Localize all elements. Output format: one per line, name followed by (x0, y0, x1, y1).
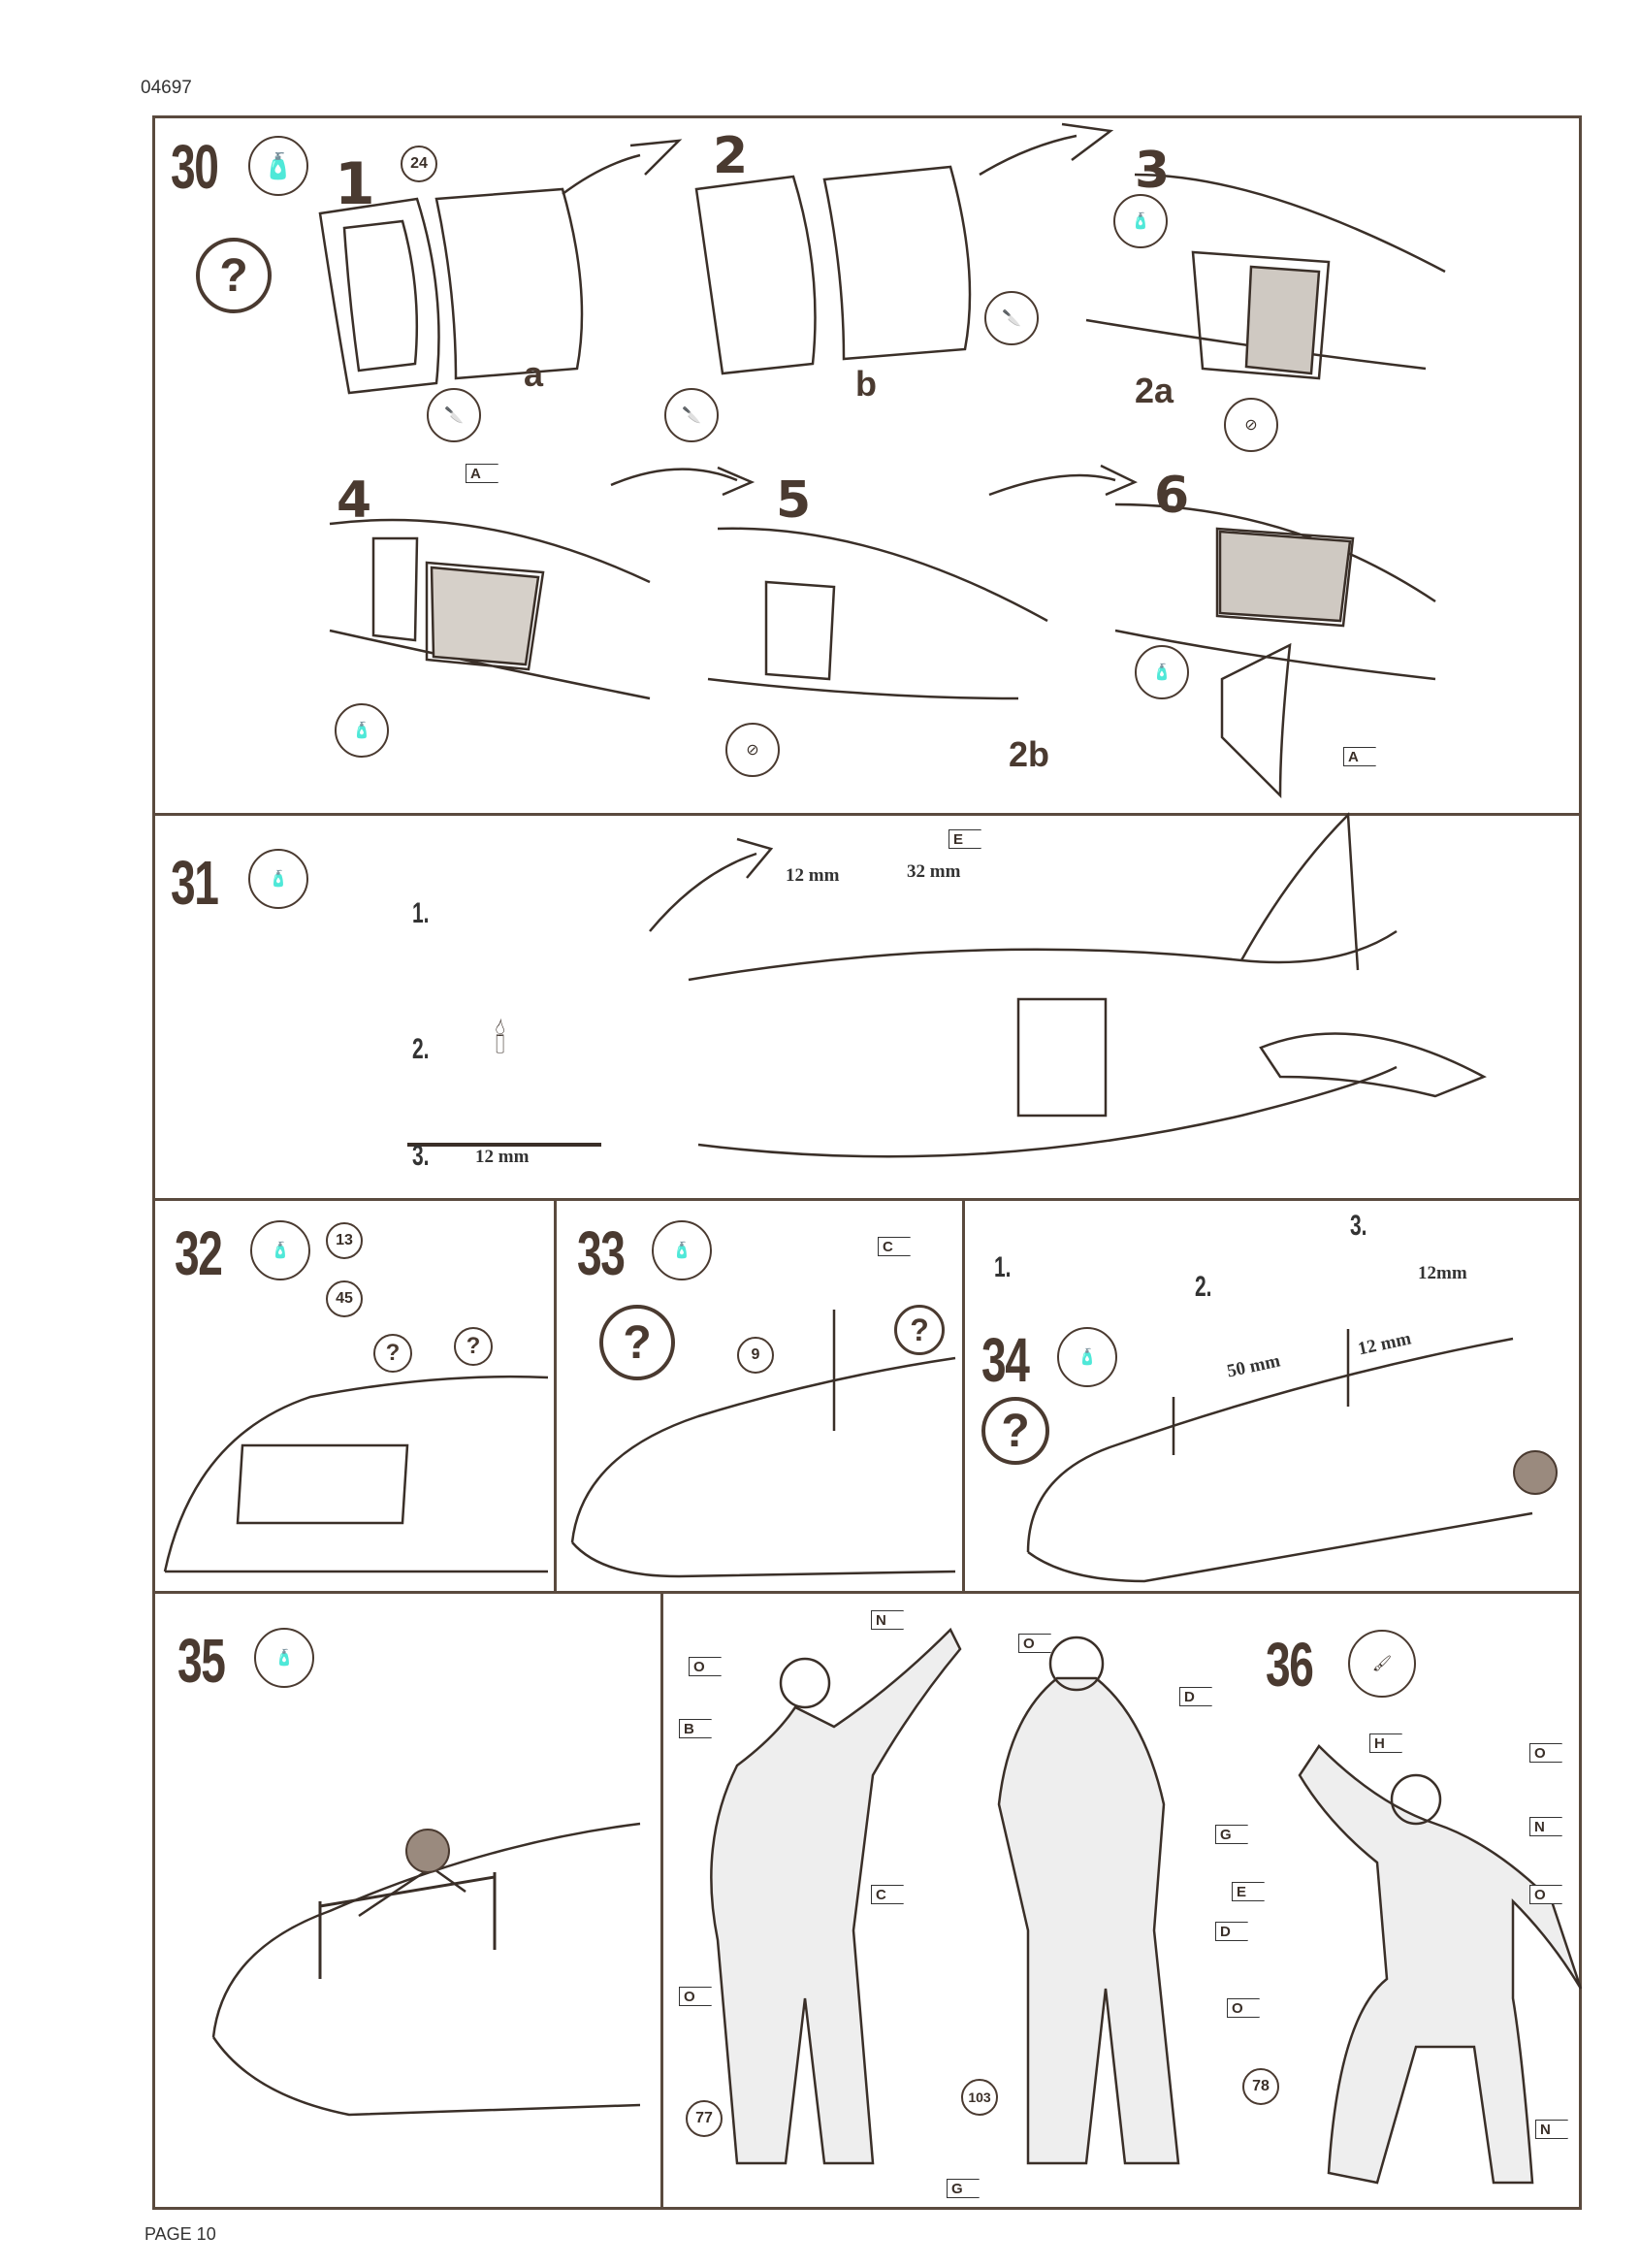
figure-number: 78 (1242, 2068, 1279, 2105)
step-number: 32 (175, 1218, 223, 1288)
color-flag: C (871, 1885, 904, 1904)
color-flag: O (1227, 1998, 1260, 2018)
substep-1: 1. (412, 897, 430, 929)
dimension-cut-length: 12mm (1418, 1263, 1467, 1283)
thread-spool-icon (1513, 1450, 1558, 1495)
step-number: 30 (171, 132, 219, 202)
glue-tube-icon: 🧴 (1113, 194, 1168, 248)
decal-flag: E (949, 829, 981, 849)
fuselage-32 (163, 1375, 549, 1573)
glue-tube-icon: 🧴 (248, 849, 308, 909)
substep-1: 1 (335, 150, 375, 218)
substep-6: 6 (1154, 467, 1190, 525)
part-number: 45 (326, 1280, 363, 1317)
kit-number: 04697 (141, 78, 192, 98)
glue-tube-icon: 🧴 (250, 1220, 310, 1280)
door-parts-illustration (318, 122, 1114, 395)
knife-icon: 🔪 (664, 388, 719, 442)
substep-3: 3 (1135, 142, 1171, 200)
step-number: 35 (177, 1626, 226, 1696)
thread-spool-icon (405, 1829, 450, 1873)
color-flag: G (1215, 1825, 1248, 1844)
glue-tube-icon: 🧴 (1135, 645, 1189, 699)
paint-brush-icon: 🖌 (1348, 1630, 1416, 1698)
glue-tube-icon: 🧴 (652, 1220, 712, 1280)
substep-5: 5 (776, 471, 812, 530)
fuselage-30-4 (329, 518, 651, 700)
color-flag: O (1018, 1634, 1051, 1653)
step-number: 33 (577, 1218, 626, 1288)
dimension-offset: 32 mm (907, 861, 961, 882)
figure-number: 103 (961, 2079, 998, 2116)
substep-3: 3. (412, 1140, 430, 1172)
substep-2: 2 (713, 127, 749, 185)
substep-1: 1. (994, 1251, 1012, 1283)
fuselage-30-5 (707, 527, 1048, 700)
crew-figures (710, 1627, 1583, 2185)
glue-tube-icon: 🧴 (1057, 1327, 1117, 1387)
part-number: 24 (401, 146, 437, 182)
part-number: 9 (737, 1337, 774, 1374)
step-number: 31 (171, 848, 219, 918)
glue-tube-icon: 🧴 (254, 1628, 314, 1688)
question-icon: ? (196, 238, 272, 313)
substep-2: 2. (412, 1033, 430, 1065)
question-icon: ? (894, 1305, 945, 1355)
glue-tube-icon: 🧴 (248, 136, 308, 196)
no-glue-icon: ⊘ (1224, 398, 1278, 452)
part-number: 13 (326, 1222, 363, 1259)
panel-step-36 (660, 1591, 1582, 2210)
substep-3: 3. (1350, 1210, 1367, 1242)
question-icon: ? (599, 1305, 675, 1380)
glue-tube-icon: 🧴 (335, 703, 389, 758)
knife-icon: 🔪 (984, 291, 1039, 345)
page-number: PAGE 10 (145, 2224, 216, 2244)
question-icon: ? (454, 1327, 493, 1366)
candle-icon: 🕯 (495, 1019, 506, 1061)
substep-4: 4 (337, 471, 372, 530)
color-flag: O (689, 1657, 722, 1676)
label-2b: 2b (1009, 734, 1050, 774)
figure-number: 77 (686, 2100, 723, 2137)
dimension-cut-length: 12 mm (475, 1147, 530, 1167)
label-a: a (524, 354, 544, 394)
fuselage-31 (688, 929, 1398, 1158)
label-b: b (855, 364, 877, 404)
knife-icon: 🔪 (427, 388, 481, 442)
color-flag: G (947, 2179, 980, 2198)
substep-2: 2. (1195, 1271, 1212, 1303)
question-icon: ? (373, 1334, 412, 1373)
fuselage-35 (211, 1822, 641, 2117)
step-number: 34 (981, 1325, 1030, 1395)
no-glue-icon: ⊘ (725, 723, 780, 777)
fuselage-33 (570, 1356, 956, 1578)
step-number: 36 (1266, 1630, 1314, 1700)
fuselage-34 (1026, 1337, 1533, 1583)
dimension-height: 12 mm (786, 865, 840, 886)
label-2a: 2a (1135, 371, 1174, 410)
question-icon: ? (981, 1397, 1049, 1465)
